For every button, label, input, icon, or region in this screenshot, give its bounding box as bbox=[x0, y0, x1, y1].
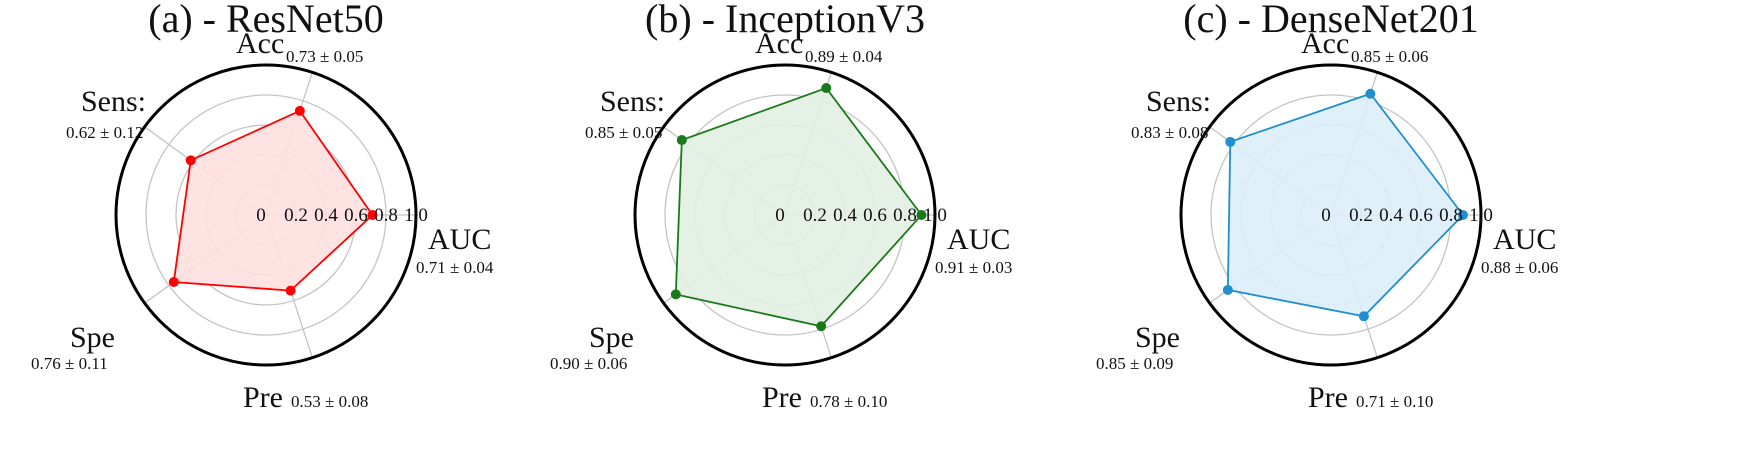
radial-tick-label: 0.2 bbox=[803, 205, 827, 226]
radial-tick-label: 0.4 bbox=[314, 205, 338, 226]
data-point bbox=[821, 83, 832, 94]
axis-value-label: 0.85 ± 0.05 bbox=[585, 123, 662, 142]
axis-value-label: 0.89 ± 0.04 bbox=[805, 47, 883, 66]
data-point bbox=[1365, 88, 1376, 99]
axis-value-label: 0.88 ± 0.06 bbox=[1481, 258, 1558, 277]
data-point bbox=[185, 155, 196, 166]
axis-label: Pre bbox=[1308, 381, 1348, 414]
axis-label: Pre bbox=[243, 381, 283, 414]
radial-tick-label: 0.8 bbox=[1439, 205, 1463, 226]
axis-value-label: 0.85 ± 0.09 bbox=[1096, 354, 1173, 373]
axis-value-label: 0.53 ± 0.08 bbox=[291, 392, 368, 411]
data-point bbox=[1358, 311, 1369, 322]
axis-label: Sens: bbox=[1146, 85, 1211, 118]
radial-tick-label: 0.2 bbox=[284, 205, 308, 226]
axis-label: Spe bbox=[70, 321, 115, 354]
axis-value-label: 0.73 ± 0.05 bbox=[286, 47, 363, 66]
axis-label: Acc bbox=[1301, 27, 1349, 60]
data-area bbox=[172, 109, 374, 292]
axis-value-label: 0.71 ± 0.04 bbox=[416, 258, 494, 277]
axis-label: Sens: bbox=[81, 85, 146, 118]
axis-label: AUC bbox=[428, 223, 491, 256]
axis-label: Pre bbox=[762, 381, 802, 414]
radial-tick-label: 0.2 bbox=[1349, 205, 1373, 226]
outer-frame bbox=[1179, 63, 1483, 367]
data-point bbox=[1222, 284, 1233, 295]
panel-title: (b) - InceptionV3 bbox=[645, 0, 925, 41]
data-point bbox=[816, 321, 827, 332]
outer-frame bbox=[633, 63, 937, 367]
radial-tick-label: 0.8 bbox=[374, 205, 398, 226]
axis-label: Spe bbox=[589, 321, 634, 354]
radial-tick-label: 0.6 bbox=[344, 205, 368, 226]
axis-label: Spe bbox=[1135, 321, 1180, 354]
panel-title: (c) - DenseNet201 bbox=[1183, 0, 1478, 41]
panel-title: (a) - ResNet50 bbox=[148, 0, 383, 41]
axis-label: AUC bbox=[1493, 223, 1556, 256]
data-area bbox=[674, 86, 923, 328]
data-point bbox=[1458, 210, 1468, 220]
radial-tick-label: 1.0 bbox=[1469, 205, 1493, 226]
radial-tick-label: 0.4 bbox=[1379, 205, 1403, 226]
data-point bbox=[367, 210, 378, 220]
data-point bbox=[676, 135, 687, 146]
axis-value-label: 0.78 ± 0.10 bbox=[810, 392, 887, 411]
axis-label: Sens: bbox=[600, 85, 665, 118]
data-point bbox=[1225, 136, 1236, 147]
data-point bbox=[916, 210, 927, 220]
data-area bbox=[1226, 92, 1465, 318]
axis-value-label: 0.91 ± 0.03 bbox=[935, 258, 1012, 277]
axis-value-label: 0.90 ± 0.06 bbox=[550, 354, 627, 373]
radial-tick-label: 0 bbox=[256, 205, 266, 226]
radial-tick-label: 0 bbox=[1321, 205, 1331, 226]
radial-tick-label: 0.6 bbox=[863, 205, 887, 226]
axis-label: Acc bbox=[755, 27, 803, 60]
outer-frame bbox=[114, 63, 418, 367]
axis-value-label: 0.76 ± 0.11 bbox=[31, 354, 108, 373]
radial-tick-label: 0.8 bbox=[893, 205, 917, 226]
axis-value-label: 0.71 ± 0.10 bbox=[1356, 392, 1433, 411]
axis-label: Acc bbox=[236, 27, 284, 60]
axis-value-label: 0.62 ± 0.12 bbox=[66, 123, 143, 142]
radial-tick-label: 0 bbox=[775, 205, 785, 226]
data-point bbox=[168, 277, 179, 288]
radial-tick-label: 1.0 bbox=[923, 205, 947, 226]
axis-label: AUC bbox=[947, 223, 1010, 256]
radial-tick-label: 0.4 bbox=[833, 205, 857, 226]
axis-value-label: 0.85 ± 0.06 bbox=[1351, 47, 1428, 66]
radial-tick-label: 1.0 bbox=[404, 205, 428, 226]
radial-tick-label: 0.6 bbox=[1409, 205, 1433, 226]
axis-value-label: 0.83 ± 0.08 bbox=[1131, 123, 1208, 142]
data-point bbox=[670, 289, 681, 300]
data-point bbox=[285, 285, 296, 296]
data-point bbox=[294, 105, 305, 116]
